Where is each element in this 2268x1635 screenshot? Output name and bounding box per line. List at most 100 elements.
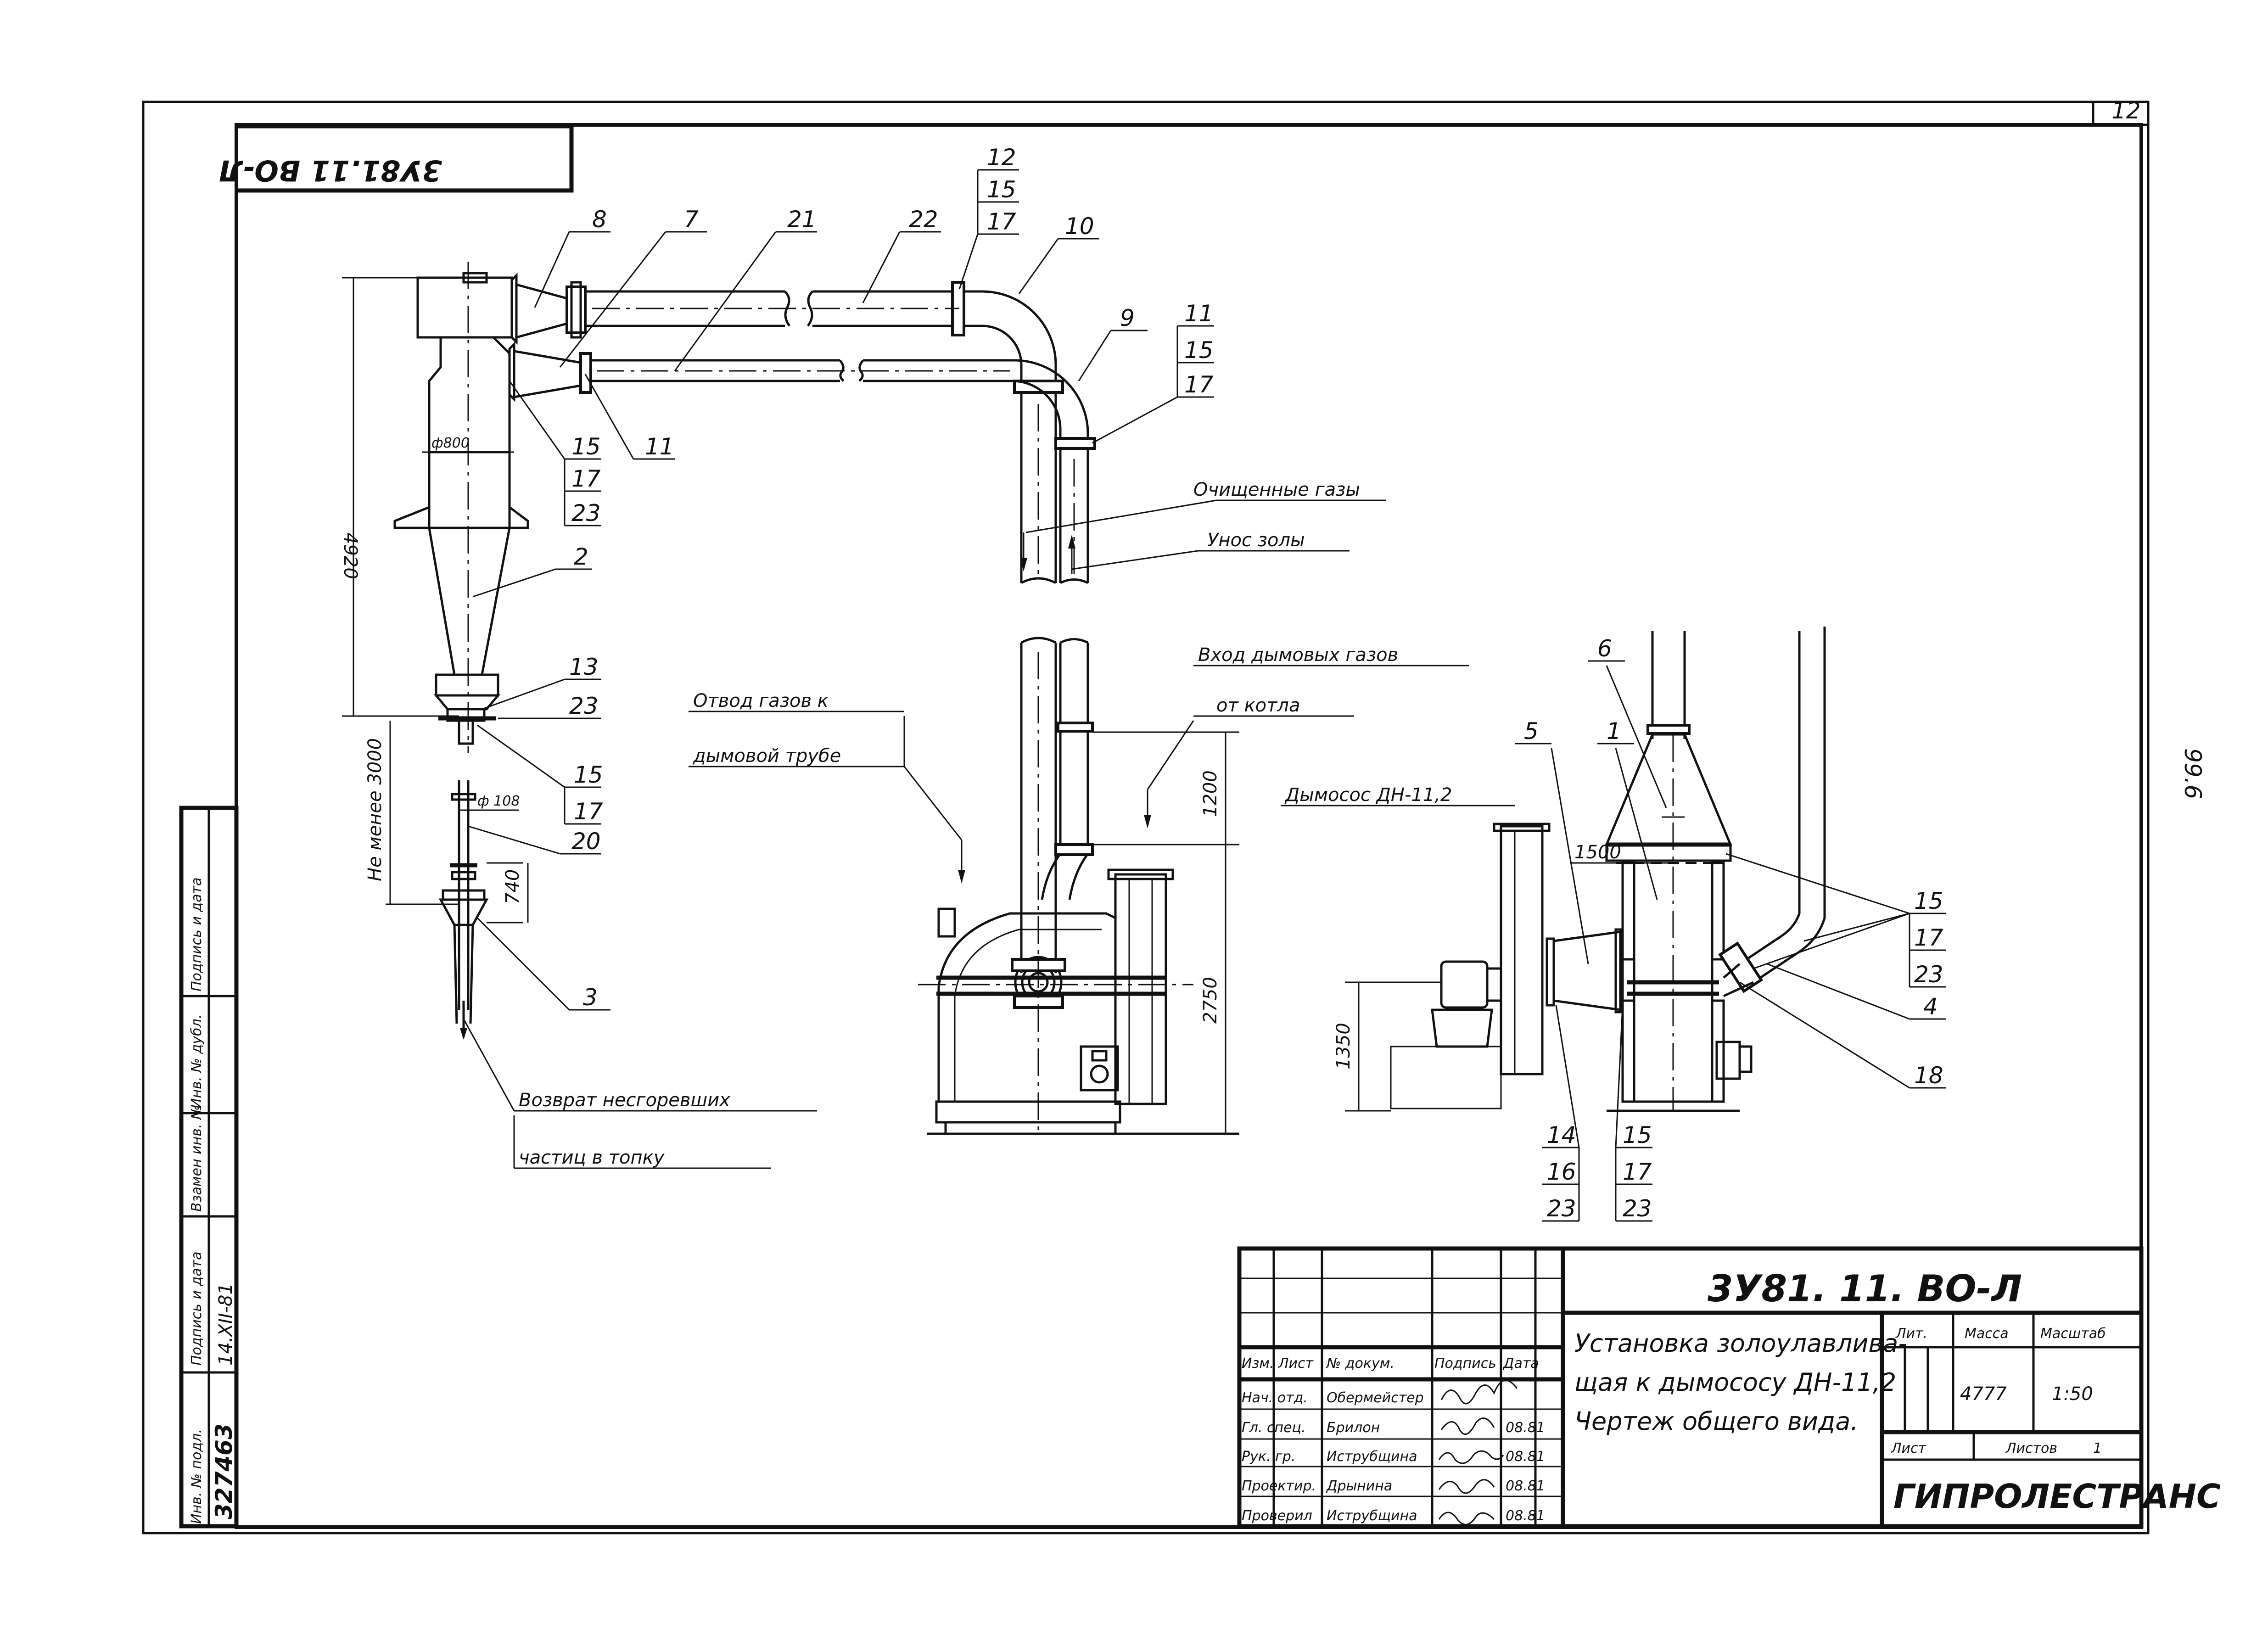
- pos-4: 4: [1923, 993, 1938, 1020]
- tb-row-2-name: Иструбщина: [1327, 1449, 1417, 1465]
- tb-hdr-list: Лист: [1278, 1355, 1314, 1372]
- tb-sheets-value: 1: [2093, 1440, 2102, 1456]
- pipe-diameter: ф 108: [477, 793, 520, 809]
- pos-17f: 17: [1623, 1159, 1652, 1185]
- tb-row-2-date: 08.81: [1506, 1449, 1545, 1465]
- pos-17b: 17: [1184, 371, 1214, 398]
- pos-15e: 15: [1914, 888, 1943, 914]
- pos-17a: 17: [987, 208, 1016, 235]
- pos-1: 1: [1607, 718, 1621, 745]
- pos-21: 21: [787, 206, 817, 233]
- label-flue-inlet-2: от котла: [1216, 695, 1300, 716]
- dim-1200: 1200: [1200, 770, 1221, 817]
- pos-23c: 23: [571, 500, 601, 526]
- pos-17c: 17: [571, 465, 601, 492]
- pos-14: 14: [1547, 1122, 1576, 1148]
- pos-15f: 15: [1623, 1122, 1652, 1148]
- pos-23g: 23: [1623, 1195, 1652, 1222]
- pos-9: 9: [1120, 305, 1135, 331]
- label-ash-removal: Унос золы: [1207, 530, 1305, 551]
- fan-side-view: [1390, 627, 1826, 1112]
- pos-10: 10: [1065, 213, 1094, 240]
- replace-label: Взамен инв. №: [189, 1105, 205, 1212]
- tb-mass-label: Масса: [1965, 1326, 2009, 1342]
- tb-lit-label: Лит.: [1895, 1326, 1927, 1342]
- dim-740: 740: [502, 869, 523, 904]
- pos-5: 5: [1524, 718, 1539, 745]
- tb-row-3-date: 08.81: [1506, 1478, 1545, 1494]
- tb-row-2-role: Рук. гр.: [1242, 1449, 1295, 1465]
- tb-row-3-role: Проектир.: [1242, 1478, 1316, 1494]
- tb-title-3: Чертеж общего вида.: [1574, 1407, 1859, 1436]
- callout-leaders: [468, 169, 1946, 1222]
- inv-no-value: 327463: [211, 1423, 237, 1519]
- tb-row-0-name: Обермейстер: [1327, 1390, 1424, 1406]
- tb-title-1: Установка золоулавлива-: [1574, 1329, 1907, 1358]
- side-mark: 99.6: [2179, 748, 2206, 799]
- dim-4920: 4920: [340, 532, 361, 579]
- tb-hdr-doc: № докум.: [1326, 1355, 1394, 1372]
- fan-dimensions: [1083, 731, 1239, 1134]
- pos-6: 6: [1597, 635, 1612, 662]
- tb-hdr-sign: Подпись: [1434, 1355, 1496, 1372]
- pos-15d: 15: [574, 762, 603, 788]
- label-return-2: частиц в топку: [519, 1147, 665, 1168]
- pos-15a: 15: [987, 176, 1016, 203]
- left-stamp-strip: [179, 806, 239, 1529]
- tb-scale-value: 1:50: [2052, 1383, 2093, 1405]
- dup-label: Инв. № дубл.: [189, 1014, 205, 1109]
- pipes-horizontal: [585, 281, 1096, 973]
- pos-23d: 23: [569, 693, 599, 719]
- pos-23e: 23: [1914, 961, 1943, 988]
- tb-row-3-name: Дрынина: [1326, 1478, 1392, 1494]
- tb-sheet-label: Лист: [1891, 1440, 1927, 1456]
- tb-mass-value: 4777: [1960, 1383, 2007, 1405]
- label-outlet-1: Отвод газов к: [693, 690, 829, 711]
- pos-16: 16: [1547, 1159, 1576, 1185]
- tb-hdr-izm: Изм.: [1242, 1355, 1274, 1372]
- pos-22: 22: [909, 206, 938, 233]
- tb-org: ГИПРОЛЕСТРАНС: [1893, 1477, 2221, 1516]
- sheet-number: 12: [2111, 97, 2141, 124]
- tb-row-0-role: Нач. отд.: [1242, 1390, 1308, 1406]
- cyclone-diameter: ф800: [431, 435, 470, 451]
- position-numbers: 8 7 21 22 12 15 17 10 9 11 15 17 15 17 2…: [569, 144, 1943, 1222]
- flow-leaders: [463, 499, 1469, 1169]
- fan-model-label: Дымосос ДН-11,2: [1284, 784, 1452, 806]
- pos-8: 8: [592, 206, 607, 233]
- dim-1500: 1500: [1574, 842, 1621, 863]
- dim-min-3000: Не менее 3000: [364, 738, 386, 881]
- pos-17e: 17: [1914, 924, 1943, 951]
- pos-15b: 15: [1184, 337, 1214, 364]
- pos-13: 13: [569, 654, 599, 680]
- title-block: [1237, 1246, 2144, 1529]
- side-dimensions: [1281, 805, 1673, 1112]
- dim-2750: 2750: [1200, 977, 1221, 1024]
- sign-date-label: Подпись и дата: [189, 1252, 205, 1366]
- inv-no-label: Инв. № подл.: [189, 1429, 205, 1524]
- fan-front-view: [918, 652, 1239, 1135]
- tb-row-4-role: Проверил: [1242, 1508, 1312, 1524]
- tb-code: 3У81. 11. ВО-Л: [1708, 1267, 2022, 1310]
- tb-row-1-role: Гл. спец.: [1242, 1420, 1305, 1436]
- label-outlet-2: дымовой трубе: [693, 745, 841, 767]
- cyclone-dimensions: [342, 277, 529, 924]
- tb-row-1-date: 08.81: [1506, 1420, 1545, 1436]
- tb-scale-label: Масштаб: [2040, 1326, 2106, 1342]
- pos-18: 18: [1914, 1062, 1943, 1089]
- label-flue-inlet-1: Вход дымовых газов: [1198, 644, 1398, 666]
- pos-11a: 11: [1184, 300, 1214, 327]
- dim-1350: 1350: [1333, 1023, 1354, 1069]
- label-clean-gas: Очищенные газы: [1193, 479, 1360, 500]
- tb-row-4-name: Иструбщина: [1327, 1508, 1417, 1524]
- pos-2: 2: [574, 543, 588, 570]
- tb-hdr-date: Дата: [1502, 1355, 1539, 1372]
- sign-date-label-2: Подпись и дата: [189, 878, 205, 992]
- pos-3: 3: [583, 984, 598, 1011]
- pos-15c: 15: [571, 433, 601, 460]
- pos-12: 12: [987, 144, 1016, 171]
- pos-7: 7: [684, 206, 699, 233]
- rotated-code: 3У81.11 ВО-Л: [219, 154, 442, 187]
- tb-sheets-label: Листов: [2005, 1440, 2057, 1456]
